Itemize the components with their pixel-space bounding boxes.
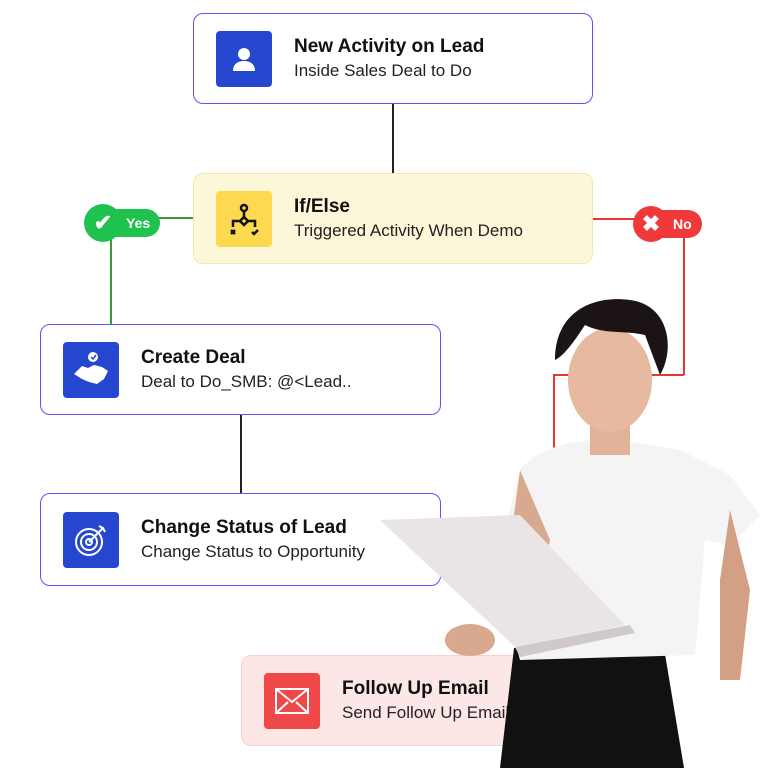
handshake-icon bbox=[63, 341, 119, 398]
mail-icon bbox=[264, 672, 320, 729]
connector-1-2 bbox=[392, 104, 394, 173]
node-subtitle: Deal to Do_SMB: @<Lead.. bbox=[141, 372, 352, 391]
node-title: New Activity on Lead bbox=[294, 36, 485, 57]
no-connector-v bbox=[683, 238, 685, 375]
node-subtitle: Change Status to Opportunity bbox=[141, 542, 365, 561]
node-subtitle: Send Follow Up Email bbox=[342, 703, 510, 722]
yes-badge[interactable]: ✔ Yes bbox=[84, 204, 161, 242]
node-title: Change Status of Lead bbox=[141, 517, 347, 538]
no-badge[interactable]: ✖ No bbox=[633, 206, 702, 242]
branch-icon bbox=[216, 190, 272, 247]
yes-connector-v bbox=[110, 240, 112, 324]
no-connector-v2 bbox=[553, 374, 555, 454]
target-icon bbox=[63, 511, 119, 568]
user-icon bbox=[216, 30, 272, 87]
yes-connector-h bbox=[150, 217, 193, 219]
connector-3-4 bbox=[240, 415, 242, 493]
check-icon: ✔ bbox=[84, 204, 122, 242]
x-icon: ✖ bbox=[633, 206, 669, 242]
no-connector-h bbox=[593, 218, 643, 220]
node-subtitle: Inside Sales Deal to Do bbox=[294, 61, 472, 80]
node-title: Create Deal bbox=[141, 347, 246, 368]
node-title: If/Else bbox=[294, 196, 350, 217]
node-subtitle: Triggered Activity When Demo bbox=[294, 221, 523, 240]
node-title: Follow Up Email bbox=[342, 678, 489, 699]
